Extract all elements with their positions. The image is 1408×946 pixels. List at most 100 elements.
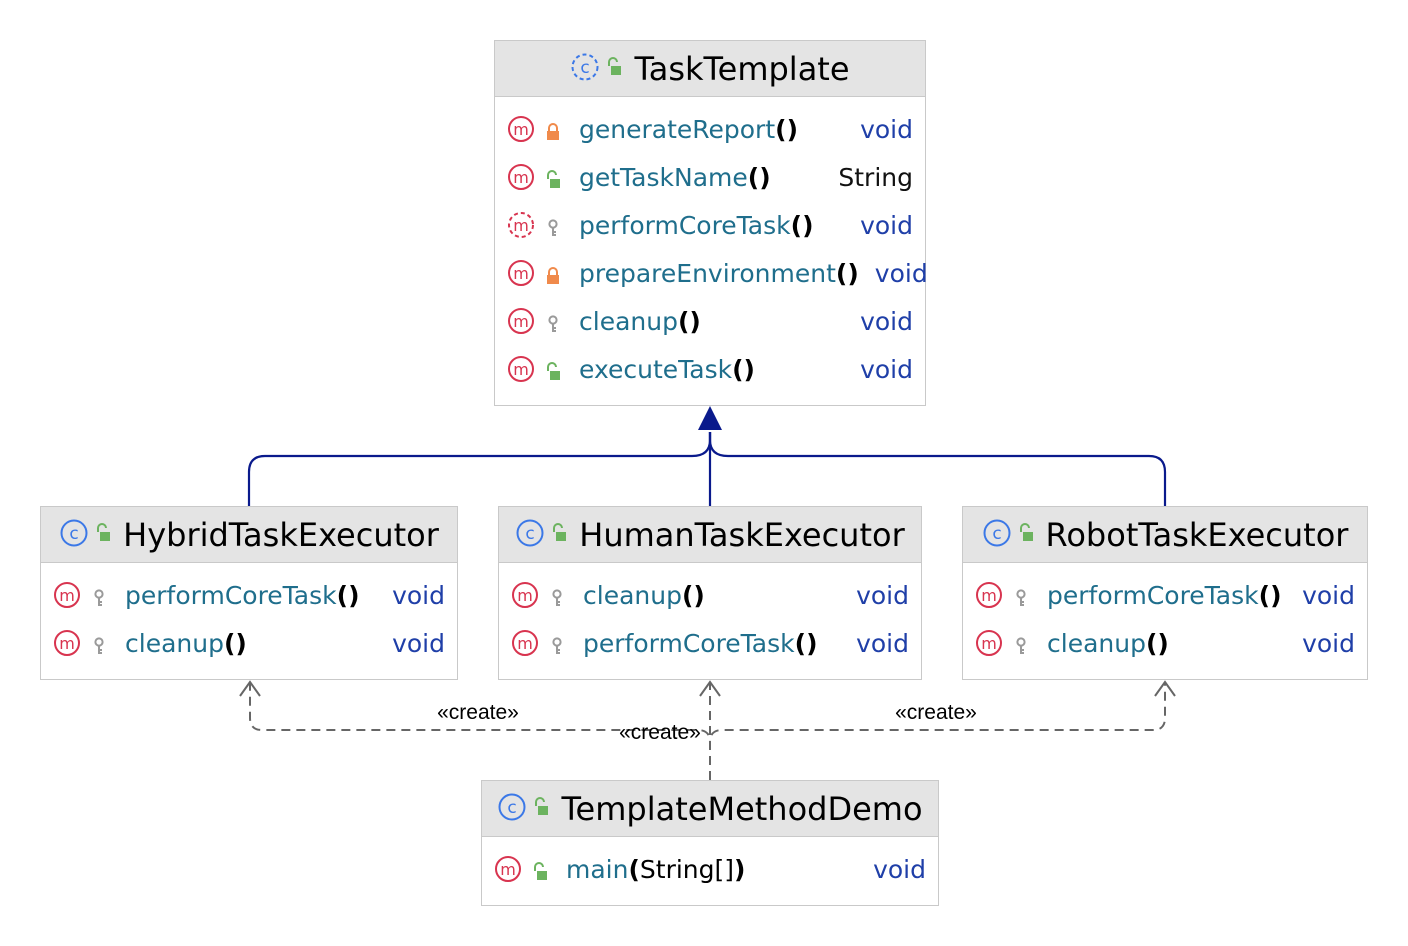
method-name: performCoreTask bbox=[125, 580, 337, 610]
class-header-icons: c bbox=[497, 792, 549, 826]
edge-demo-creates-robot bbox=[709, 682, 1166, 780]
public-lock-icon bbox=[95, 522, 111, 547]
method-name: performCoreTask bbox=[579, 210, 791, 240]
method-icon: m bbox=[53, 581, 81, 609]
close-paren: ) bbox=[806, 628, 818, 658]
arrowhead-human bbox=[699, 680, 721, 697]
private-lock-icon bbox=[545, 263, 561, 284]
class-icon: c bbox=[515, 518, 545, 552]
class-name: TemplateMethodDemo bbox=[561, 789, 923, 828]
class-header-icons: c bbox=[59, 518, 111, 552]
method-name: prepareEnvironment bbox=[579, 258, 836, 288]
svg-text:m: m bbox=[517, 634, 533, 653]
method-name: executeTask bbox=[579, 354, 733, 384]
open-paren: ( bbox=[223, 628, 236, 658]
public-lock-icon bbox=[533, 796, 549, 821]
arrowhead-robot bbox=[1154, 680, 1176, 697]
arrowhead-hybrid bbox=[239, 680, 261, 697]
dependency-arrowheads bbox=[239, 680, 1176, 697]
protected-key-icon bbox=[91, 585, 107, 606]
protected-key-icon bbox=[1013, 633, 1029, 654]
method-name: cleanup bbox=[579, 306, 678, 336]
close-paren: ) bbox=[743, 354, 755, 384]
svg-text:c: c bbox=[526, 524, 535, 544]
method-icon: m bbox=[975, 581, 1003, 609]
close-paren: ) bbox=[802, 210, 814, 240]
return-type: void bbox=[1302, 628, 1355, 658]
svg-text:m: m bbox=[981, 586, 997, 605]
abstract-method-icon: m bbox=[507, 211, 535, 239]
class-icon: c bbox=[497, 792, 527, 826]
public-lock-icon bbox=[551, 522, 567, 547]
protected-key-icon bbox=[549, 633, 565, 654]
method-icon: m bbox=[507, 307, 535, 335]
open-paren: ( bbox=[732, 354, 744, 384]
method-icon: m bbox=[975, 629, 1003, 657]
open-paren: ( bbox=[794, 628, 807, 658]
open-paren: ( bbox=[747, 162, 760, 192]
protected-key-icon bbox=[1013, 585, 1029, 606]
protected-key-icon bbox=[545, 215, 561, 236]
public-lock-icon bbox=[545, 359, 561, 380]
return-type: void bbox=[860, 114, 913, 144]
close-paren: ) bbox=[1270, 580, 1282, 610]
abstract-class-icon: c bbox=[570, 52, 600, 86]
return-type: void bbox=[860, 210, 913, 240]
method-name: cleanup bbox=[1047, 628, 1146, 658]
return-type: void bbox=[392, 628, 445, 658]
method-icon: m bbox=[507, 163, 535, 191]
close-paren: ) bbox=[693, 580, 705, 610]
svg-text:c: c bbox=[69, 524, 78, 544]
svg-text:m: m bbox=[513, 312, 529, 331]
close-paren: ) bbox=[786, 114, 799, 144]
svg-text:m: m bbox=[59, 634, 75, 653]
close-paren: ) bbox=[734, 854, 746, 884]
inheritance-edges bbox=[247, 432, 1167, 506]
svg-text:m: m bbox=[513, 216, 529, 235]
method-row[interactable]: m cleanup() void bbox=[495, 297, 925, 345]
return-type: void bbox=[860, 306, 913, 336]
class-icon: c bbox=[59, 518, 89, 552]
edge-demo-creates-hybrid bbox=[249, 682, 711, 780]
close-paren: ) bbox=[348, 580, 360, 610]
close-paren: ) bbox=[689, 306, 701, 336]
create-label-right: «create» bbox=[895, 701, 977, 724]
return-type: void bbox=[856, 628, 909, 658]
svg-text:c: c bbox=[992, 524, 1001, 544]
class-header-icons: c bbox=[570, 52, 622, 86]
dependency-edges bbox=[249, 682, 1166, 780]
protected-key-icon bbox=[91, 633, 107, 654]
open-paren: ( bbox=[677, 306, 690, 336]
open-paren: ( bbox=[681, 580, 694, 610]
edge-robot-extends-tasktemplate bbox=[708, 432, 1167, 506]
return-type: void bbox=[860, 354, 913, 384]
method-name: getTaskName bbox=[579, 162, 748, 192]
return-type: void bbox=[856, 580, 909, 610]
method-params: String[] bbox=[639, 854, 735, 884]
protected-key-icon bbox=[545, 311, 561, 332]
